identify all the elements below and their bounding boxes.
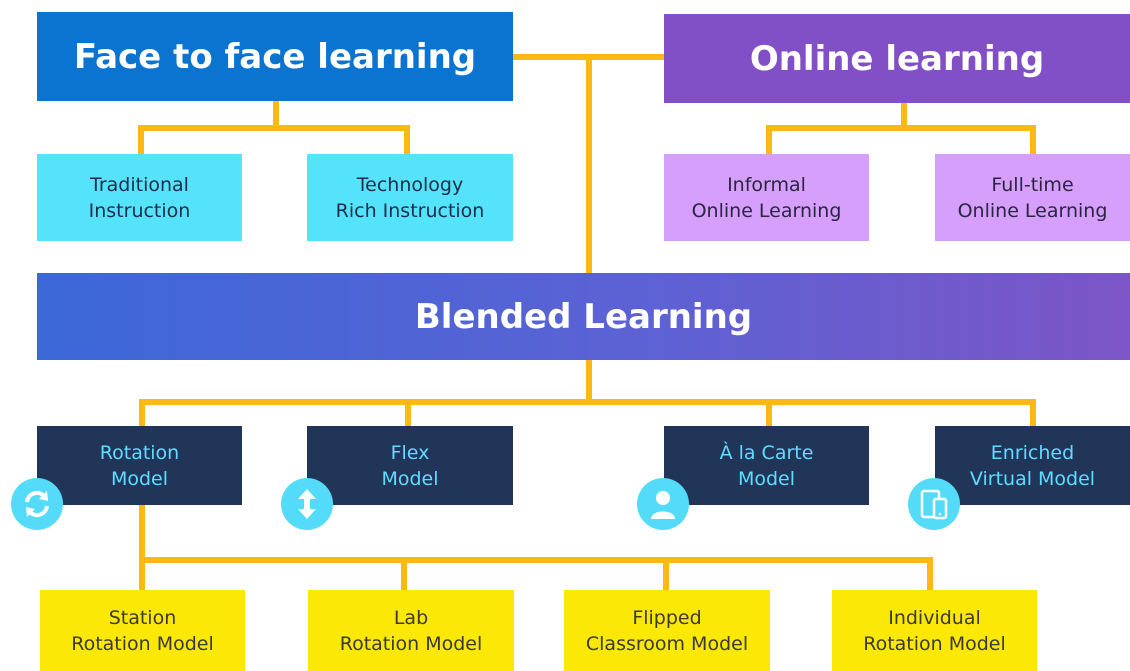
station-rotation-model-line2: Rotation Model <box>71 632 214 655</box>
station-rotation-model-line1: Station <box>108 606 177 629</box>
online-learning-box: Online learning <box>664 14 1130 103</box>
a-la-carte-model-box: À la Carte Model <box>664 426 869 505</box>
a-la-carte-model-line2: Model <box>737 467 796 490</box>
lab-rotation-model-line2: Rotation Model <box>339 632 483 655</box>
flex-model-line1: Flex <box>390 441 430 464</box>
traditional-instruction-box: Traditional Instruction <box>37 154 242 241</box>
enriched-virtual-model-line1: Enriched <box>990 441 1075 464</box>
blended-learning-title: Blended Learning <box>414 296 753 337</box>
full-time-online-learning-box: Full-time Online Learning <box>935 154 1130 241</box>
flex-model-line2: Model <box>381 467 439 490</box>
informal-online-learning-line1: Informal <box>727 173 806 196</box>
blended-learning-banner: Blended Learning <box>37 273 1130 360</box>
lab-rotation-model-line1: Lab <box>393 606 429 629</box>
technology-rich-instruction-line1: Technology <box>356 173 464 196</box>
traditional-instruction-line1: Traditional <box>90 173 189 196</box>
devices-icon <box>908 478 960 530</box>
online-learning-title: Online learning <box>749 38 1045 79</box>
traditional-instruction-line2: Instruction <box>88 199 191 222</box>
enriched-virtual-model-box: Enriched Virtual Model <box>935 426 1130 505</box>
individual-rotation-model-line2: Rotation Model <box>863 632 1006 655</box>
rotate-arrows-icon <box>11 478 63 530</box>
individual-rotation-model-box: Individual Rotation Model <box>832 590 1037 671</box>
station-rotation-model-box: Station Rotation Model <box>40 590 245 671</box>
up-down-arrow-icon <box>281 478 333 530</box>
flex-model-box: Flex Model <box>307 426 513 505</box>
technology-rich-instruction-line2: Rich Instruction <box>335 199 485 222</box>
face-to-face-learning-box: Face to face learning <box>37 12 513 101</box>
lab-rotation-model-box: Lab Rotation Model <box>308 590 514 671</box>
rotation-model-line2: Model <box>110 467 169 490</box>
a-la-carte-model-line1: À la Carte <box>719 441 814 464</box>
full-time-online-learning-line1: Full-time <box>991 173 1074 196</box>
face-to-face-learning-title: Face to face learning <box>73 36 477 77</box>
person-icon <box>637 478 689 530</box>
full-time-online-learning-line2: Online Learning <box>957 199 1108 222</box>
flipped-classroom-model-line2: Classroom Model <box>585 632 749 655</box>
informal-online-learning-box: Informal Online Learning <box>664 154 869 241</box>
technology-rich-instruction-box: Technology Rich Instruction <box>307 154 513 241</box>
flipped-classroom-model-box: Flipped Classroom Model <box>564 590 770 671</box>
rotation-model-line1: Rotation <box>99 441 180 464</box>
informal-online-learning-line2: Online Learning <box>691 199 842 222</box>
rotation-model-box: Rotation Model <box>37 426 242 505</box>
individual-rotation-model-line1: Individual <box>888 606 981 629</box>
flipped-classroom-model-line1: Flipped <box>632 606 702 629</box>
enriched-virtual-model-line2: Virtual Model <box>969 467 1096 490</box>
